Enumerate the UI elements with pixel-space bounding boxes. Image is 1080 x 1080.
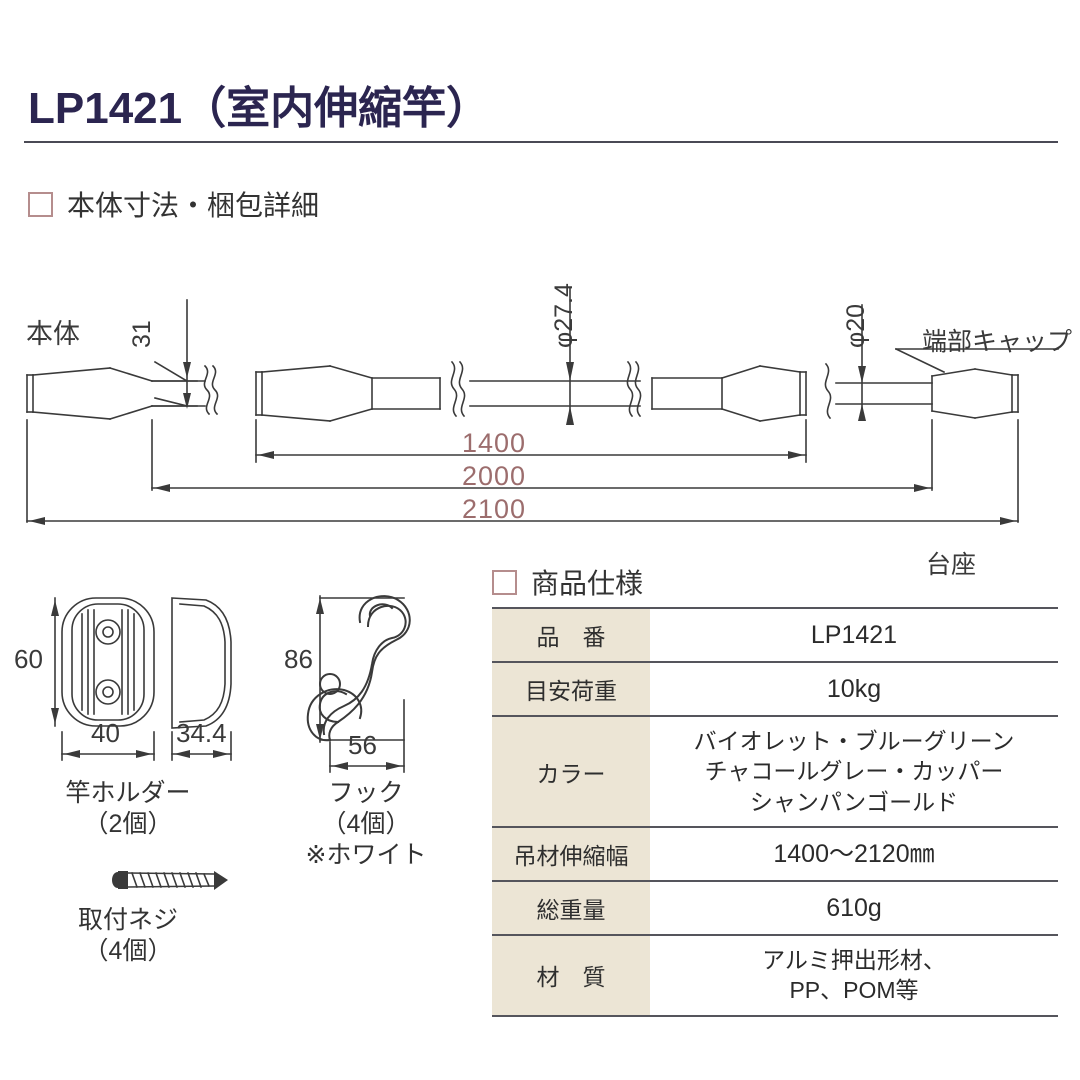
- hook-name: フック: [328, 779, 404, 807]
- hook-caption: フック （4個） ※ホワイト: [276, 778, 456, 871]
- spec-row-label: 品 番: [492, 608, 650, 662]
- square-bullet-icon: [28, 191, 53, 217]
- end-cap-label: 端部キャップ: [922, 328, 1073, 356]
- section-header-spec-label: 商品仕様: [531, 568, 644, 599]
- spec-row-label: カラー: [492, 716, 650, 828]
- holder-qty: （2個）: [83, 810, 173, 838]
- body-label: 本体: [26, 319, 80, 349]
- spec-row-value: 610g: [650, 881, 1058, 936]
- hook-qty: （4個）: [321, 810, 411, 838]
- holder-width-40: 40: [91, 718, 120, 748]
- spec-table-row: カラーバイオレット・ブルーグリーンチャコールグレー・カッパーシャンパンゴールド: [492, 716, 1058, 828]
- square-bullet-icon: [492, 569, 517, 595]
- holder-name: 竿ホルダー: [65, 779, 191, 807]
- section-header-spec: 商品仕様: [492, 562, 643, 602]
- dimension-1400: 1400: [462, 428, 527, 458]
- dimension-2100: 2100: [462, 494, 527, 524]
- screw-name: 取付ネジ: [77, 906, 178, 934]
- spec-row-value: LP1421: [650, 608, 1058, 662]
- spec-row-label: 吊材伸縮幅: [492, 827, 650, 882]
- hook-width-56: 56: [348, 730, 377, 760]
- spec-row-label: 目安荷重: [492, 662, 650, 716]
- base-label: 台座: [926, 551, 977, 579]
- spec-row-value: 10kg: [650, 662, 1058, 716]
- diameter-20-label: φ20: [842, 303, 870, 348]
- title-divider: [24, 141, 1058, 143]
- page-title: LP1421（室内伸縮竿）: [28, 84, 491, 133]
- hook-note: ※ホワイト: [305, 841, 427, 869]
- holder-depth-34-4: 34.4: [176, 718, 227, 748]
- hook-height-86: 86: [284, 644, 313, 674]
- screw-qty: （4個）: [83, 937, 173, 965]
- section-header-dimensions: 本体寸法・梱包詳細: [28, 184, 319, 224]
- holder-caption: 竿ホルダー （2個）: [38, 778, 218, 840]
- diameter-27-4-label: φ27.4: [550, 283, 578, 348]
- dimension-2000: 2000: [462, 461, 527, 491]
- spec-row-value: 1400〜2120㎜: [650, 827, 1058, 882]
- holder-height-60: 60: [14, 644, 43, 674]
- spec-table-row: 材 質アルミ押出形材、PP、POM等: [492, 935, 1058, 1016]
- spec-row-label: 総重量: [492, 881, 650, 936]
- spec-row-value: アルミ押出形材、PP、POM等: [650, 935, 1058, 1016]
- spec-row-value: バイオレット・ブルーグリーンチャコールグレー・カッパーシャンパンゴールド: [650, 716, 1058, 828]
- spec-row-label: 材 質: [492, 935, 650, 1016]
- taper-dimension-31: 31: [128, 320, 156, 348]
- section-header-dimensions-label: 本体寸法・梱包詳細: [67, 190, 320, 221]
- screw-caption: 取付ネジ （4個）: [38, 905, 218, 967]
